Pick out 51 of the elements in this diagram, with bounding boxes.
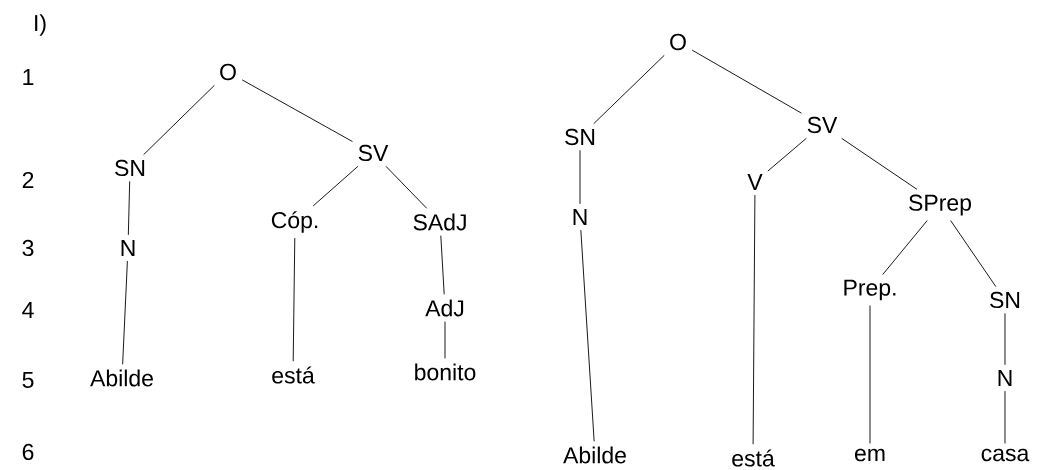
tree-label: SN: [115, 159, 145, 177]
tree-branch: [841, 137, 918, 190]
tree-label: SN: [990, 291, 1020, 309]
tree-branch: [869, 305, 871, 444]
tree-label: SV: [358, 144, 389, 162]
section-label: I): [35, 14, 46, 36]
tree-branch: [122, 260, 128, 365]
tree-branch: [143, 84, 215, 156]
tree-label: Abilde: [563, 446, 626, 464]
tree-label: Cóp.: [271, 211, 318, 233]
tree-branch: [127, 180, 131, 236]
tree-branch: [385, 165, 428, 209]
tree-label: SPrep: [909, 194, 971, 216]
tree-label: O: [220, 63, 236, 81]
tree-branch: [241, 79, 353, 142]
row-number: 3: [22, 239, 34, 257]
tree-label: bonito: [415, 363, 476, 381]
row-number: 6: [22, 443, 34, 461]
tree-label: SV: [807, 116, 838, 134]
tree-branch: [882, 220, 928, 275]
tree-label: Abilde: [90, 369, 153, 387]
tree-label: em: [855, 448, 885, 462]
tree-label: O: [670, 33, 686, 51]
tree-label: N: [573, 209, 587, 225]
tree-branch: [691, 49, 802, 114]
row-number: 5: [22, 371, 34, 388]
row-number: 4: [22, 302, 34, 318]
tree-label: AdJ: [425, 299, 464, 317]
tree-branch: [593, 54, 665, 125]
tree-label: N: [121, 240, 135, 256]
tree-label: está: [732, 449, 775, 467]
tree-label: SN: [565, 128, 595, 146]
tree-branch: [444, 321, 446, 359]
tree-label: V: [747, 174, 763, 190]
tree-label: Prep.: [844, 279, 896, 301]
tree-branch: [1004, 390, 1006, 444]
tree-label: SAdJ: [413, 213, 466, 231]
row-number: 2: [22, 171, 34, 188]
tree-branch: [767, 137, 807, 172]
tree-label: N: [998, 370, 1012, 386]
tree-branch: [312, 165, 359, 207]
row-number: 1: [23, 69, 34, 85]
tree-branch: [1004, 312, 1006, 366]
tree-label: está: [272, 366, 315, 384]
tree-branch: [292, 237, 296, 362]
tree-branch: [579, 149, 581, 205]
tree-branch: [752, 194, 756, 445]
tree-branch: [950, 220, 997, 288]
tree-label: casa: [981, 448, 1030, 462]
tree-branch: [440, 235, 445, 295]
tree-branch: [580, 229, 595, 442]
